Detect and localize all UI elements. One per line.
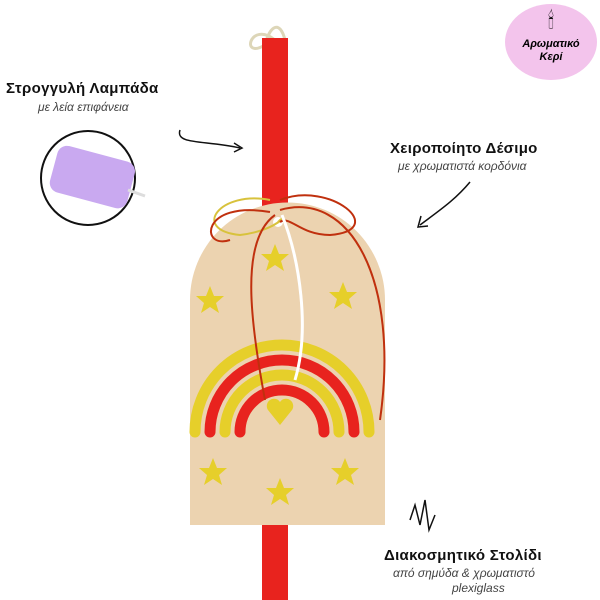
arrow-binding <box>419 181 471 226</box>
ornament-subtitle-2: plexiglass <box>452 581 505 595</box>
star <box>266 478 294 505</box>
lavender-candle-detail <box>49 145 135 209</box>
star <box>196 286 224 313</box>
candle-title: Στρογγυλή Λαμπάδα <box>6 80 159 97</box>
rainbow <box>189 339 375 438</box>
badge-line-1: Αρωματικό <box>522 38 580 50</box>
star <box>331 458 359 485</box>
stars <box>196 244 359 505</box>
star <box>261 244 289 271</box>
binding-subtitle: με χρωματιστά κορδόνια <box>398 159 527 173</box>
squiggle-ornament <box>409 499 436 533</box>
scented-candle-badge: 🕯 Αρωματικό Κερί <box>505 4 597 80</box>
strings <box>209 194 386 421</box>
binding-title: Χειροποίητο Δέσιμο <box>390 140 538 157</box>
candle-icon: 🕯 <box>547 8 555 33</box>
arrow-candle <box>178 129 241 149</box>
ornament-subtitle-1: από σημύδα & χρωματιστό <box>393 566 535 580</box>
star <box>199 458 227 485</box>
heart <box>266 398 294 425</box>
star <box>329 282 357 309</box>
badge-line-2: Κερί <box>539 51 563 63</box>
ornament-title: Διακοσμητικό Στολίδι <box>384 547 542 564</box>
candle-subtitle: με λεία επιφάνεια <box>38 100 129 114</box>
